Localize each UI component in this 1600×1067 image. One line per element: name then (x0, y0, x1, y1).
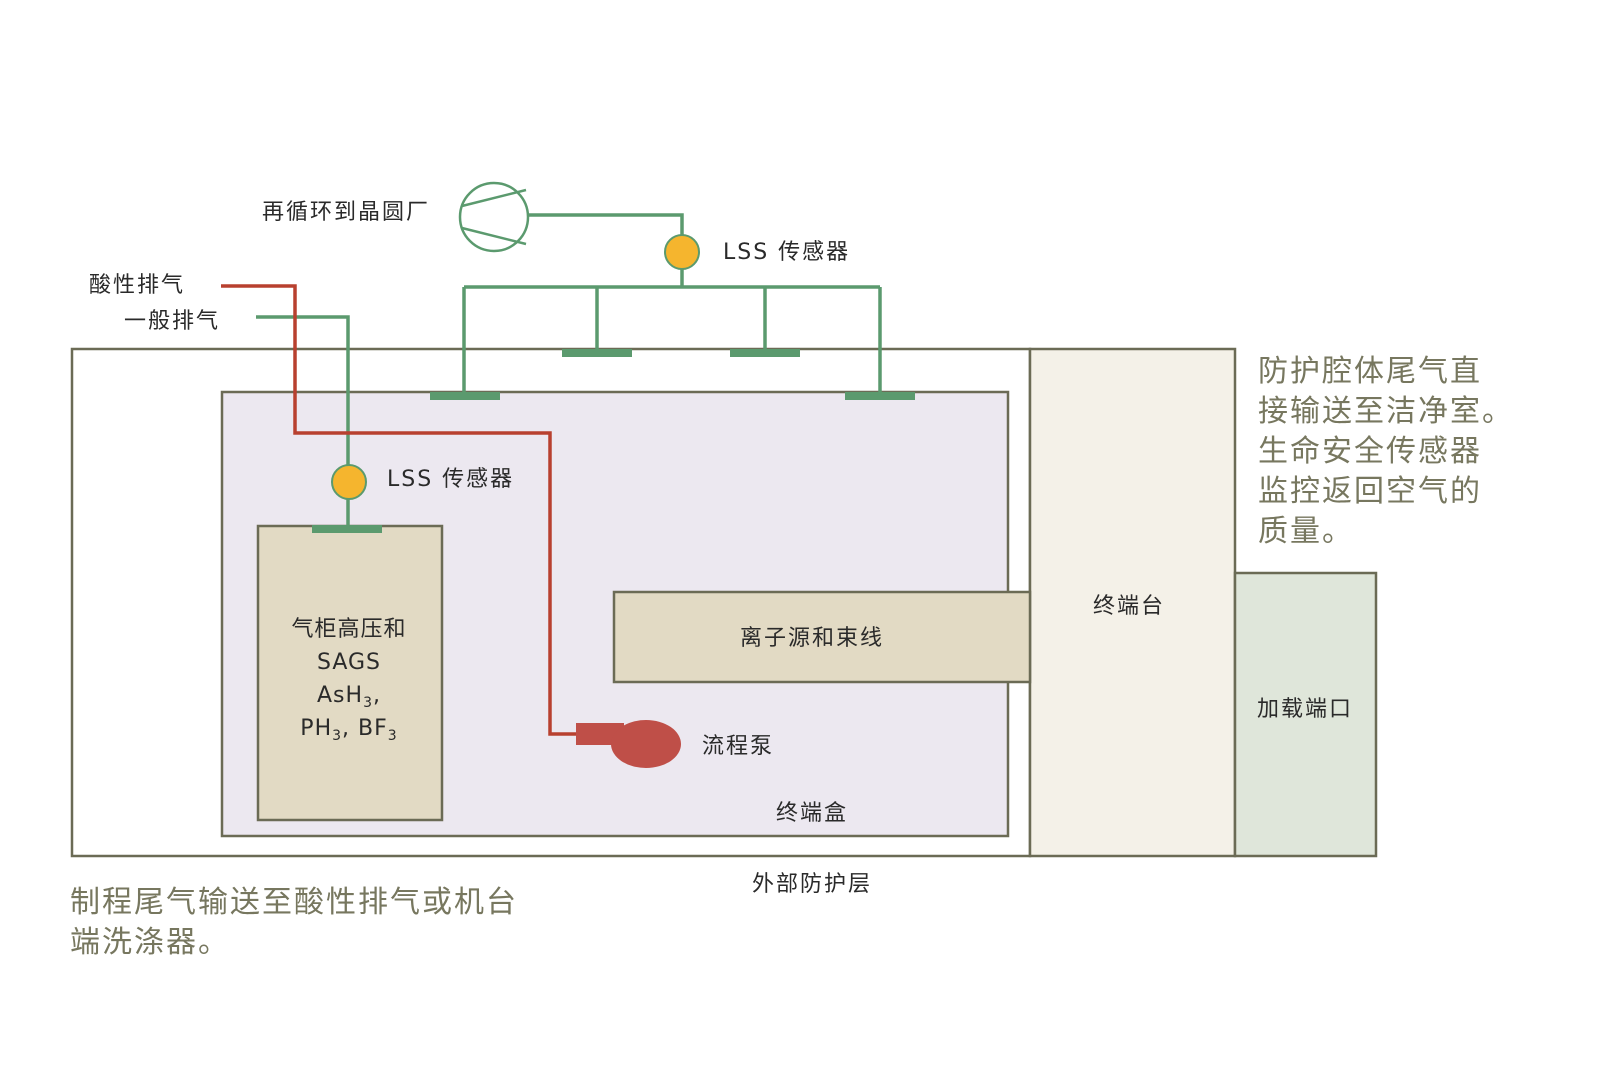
terminal-station-label: 终端台 (1093, 594, 1165, 619)
general-exhaust-line (256, 315, 350, 527)
acid-exhaust-label: 酸性排气 (89, 273, 185, 298)
right-note-line-2: 接输送至洁净室。 (1258, 394, 1514, 429)
lss-sensor-top-icon (664, 234, 700, 270)
lss-sensor-inner-label: LSS 传感器 (387, 467, 514, 492)
gas-cabinet-label: 气柜高压和 SAGS AsH3, PH3, BF3 (291, 617, 406, 744)
acid-exhaust-line (221, 284, 578, 736)
right-note-line-4: 监控返回空气的 (1258, 474, 1482, 509)
process-pump-label: 流程泵 (702, 734, 774, 759)
gas-cabinet-line1: 气柜高压和 (291, 617, 406, 642)
recirculation-fan-icon (458, 181, 530, 253)
general-exhaust-label: 一般排气 (124, 309, 220, 334)
bottom-note-line-1: 制程尾气输送至酸性排气或机台 (70, 885, 518, 920)
gas-cabinet-box (256, 524, 444, 822)
bottom-note-line-2: 端洗涤器。 (70, 925, 230, 960)
cleanroom-exhaust-manifold (462, 213, 882, 394)
right-note-line-1: 防护腔体尾气直 (1258, 354, 1482, 389)
load-port-label: 加载端口 (1257, 697, 1353, 722)
terminal-box-label: 终端盒 (776, 801, 848, 826)
load-port-box (1233, 571, 1378, 858)
lss-sensor-top-label: LSS 传感器 (723, 240, 850, 265)
right-note-line-5: 质量。 (1258, 514, 1354, 549)
right-note-line-3: 生命安全传感器 (1258, 434, 1482, 469)
lss-sensor-inner-icon (331, 464, 367, 500)
outer-shield-label: 外部防护层 (752, 872, 872, 897)
duct-flanges (312, 349, 915, 533)
bottom-note: 制程尾气输送至酸性排气或机台 端洗涤器。 (70, 885, 518, 960)
gas-cabinet-line2: SAGS (317, 650, 381, 675)
recirculate-label: 再循环到晶圆厂 (262, 200, 430, 225)
ion-source-label: 离子源和束线 (740, 626, 884, 651)
terminal-station-box (1028, 347, 1237, 858)
gas-cabinet-line3: AsH3, (317, 683, 381, 711)
ion-source-box (612, 590, 1032, 684)
right-note: 防护腔体尾气直 接输送至洁净室。 生命安全传感器 监控返回空气的 质量。 (1258, 354, 1514, 549)
gas-cabinet-line4: PH3, BF3 (300, 716, 397, 744)
process-pump-icon (576, 720, 681, 768)
